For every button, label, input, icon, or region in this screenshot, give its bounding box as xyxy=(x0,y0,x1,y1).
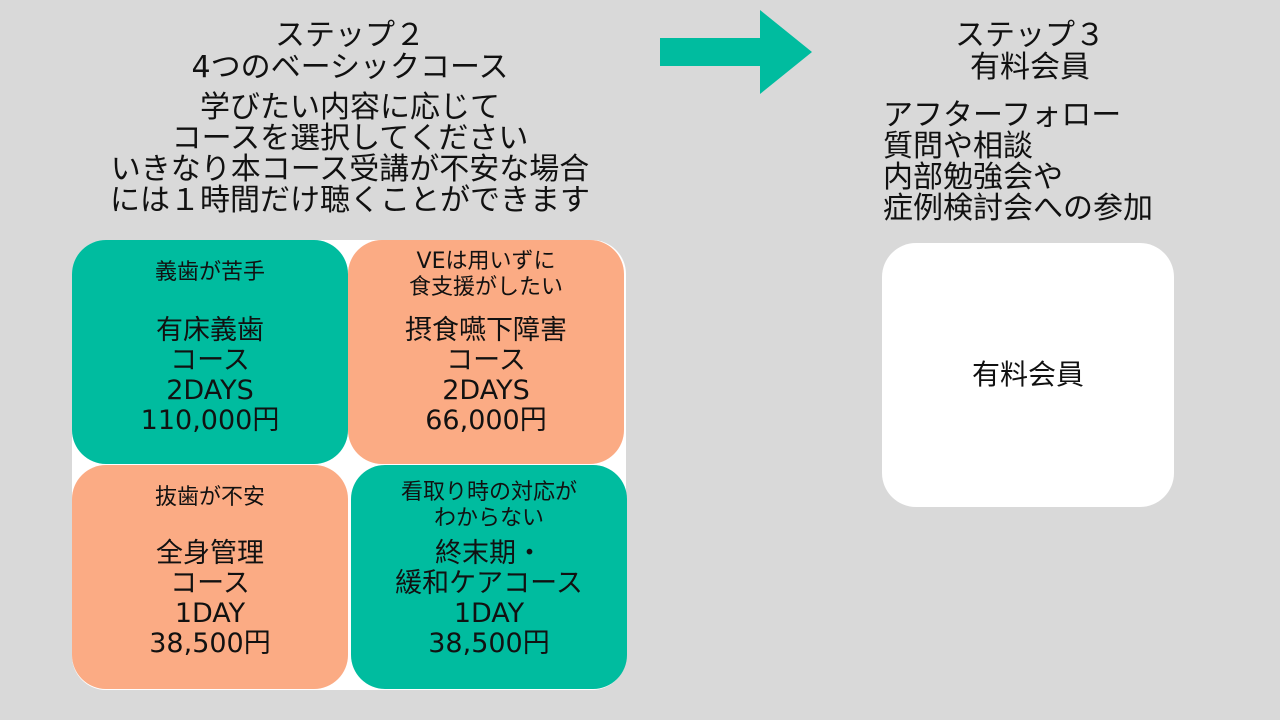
course-details: 全身管理 コース 1DAY 38,500円 xyxy=(72,539,348,659)
step3-title: ステップ３ 有料会員 xyxy=(900,20,1160,84)
member-benefit-item: 質問や相談 xyxy=(883,129,1033,164)
step2-description-line: コースを選択してください xyxy=(171,121,529,156)
course-card-dysphagia[interactable]: VEは用いずに 食支援がしたい 摂食嚥下障害 コース 2DAYS 66,000円 xyxy=(348,240,624,464)
arrow-shape xyxy=(660,10,812,94)
step3-title-line: 有料会員 xyxy=(970,50,1090,85)
course-concern: 抜歯が不安 xyxy=(72,485,348,511)
step2-description-line: 学びたい内容に応じて xyxy=(200,90,500,125)
course-concern-line: 抜歯が不安 xyxy=(154,485,265,510)
paid-membership-label: 有料会員 xyxy=(971,358,1084,391)
course-card-palliative-care[interactable]: 看取り時の対応が わからない 終末期・ 緩和ケアコース 1DAY 38,500円 xyxy=(351,465,627,689)
course-name-line: コース xyxy=(170,568,250,599)
step2-title: ステップ２ 4つのベーシックコース xyxy=(150,20,550,84)
course-card-denture[interactable]: 義歯が苦手 有床義歯 コース 2DAYS 110,000円 xyxy=(72,240,348,464)
course-name-line: コース xyxy=(446,345,526,376)
course-card-general-management[interactable]: 抜歯が不安 全身管理 コース 1DAY 38,500円 xyxy=(72,465,348,689)
course-duration: 1DAY xyxy=(174,598,246,629)
course-price: 66,000円 xyxy=(425,405,547,436)
paid-membership-card[interactable]: 有料会員 xyxy=(882,243,1174,507)
course-concern-line: VEは用いずに xyxy=(416,249,556,274)
course-name-line: 緩和ケアコース xyxy=(395,568,583,599)
step2-description-line: いきなり本コース受講が不安な場合 xyxy=(110,152,590,187)
course-details: 終末期・ 緩和ケアコース 1DAY 38,500円 xyxy=(351,539,627,659)
course-duration: 1DAY xyxy=(453,598,525,629)
course-name-line: 摂食嚥下障害 xyxy=(405,315,567,346)
course-concern: VEは用いずに 食支援がしたい xyxy=(348,249,624,301)
course-name-line: 全身管理 xyxy=(156,538,264,569)
course-duration: 2DAYS xyxy=(166,375,254,406)
member-benefit-item: 内部勉強会や xyxy=(883,160,1063,195)
course-name-line: 有床義歯 xyxy=(156,315,264,346)
course-concern-line: 看取り時の対応が xyxy=(400,480,577,505)
course-name-line: コース xyxy=(170,345,250,376)
course-name-line: 終末期・ xyxy=(435,538,543,569)
course-price: 38,500円 xyxy=(149,628,271,659)
course-details: 有床義歯 コース 2DAYS 110,000円 xyxy=(72,316,348,436)
member-benefits-list: アフターフォロー 質問や相談 内部勉強会や 症例検討会への参加 xyxy=(883,100,1223,224)
right-arrow-icon xyxy=(660,10,812,94)
course-concern: 義歯が苦手 xyxy=(72,260,348,286)
step2-description: 学びたい内容に応じて コースを選択してください いきなり本コース受講が不安な場合… xyxy=(60,92,640,216)
course-concern-line: 義歯が苦手 xyxy=(154,260,265,285)
step2-title-line: 4つのベーシックコース xyxy=(191,50,509,85)
course-details: 摂食嚥下障害 コース 2DAYS 66,000円 xyxy=(348,316,624,436)
course-price: 110,000円 xyxy=(140,405,280,436)
course-price: 38,500円 xyxy=(428,628,550,659)
course-concern-line: 食支援がしたい xyxy=(408,275,563,300)
step2-description-line: には１時間だけ聴くことができます xyxy=(110,183,590,218)
step3-title-line: ステップ３ xyxy=(955,18,1105,53)
step2-title-line: ステップ２ xyxy=(275,18,425,53)
member-benefit-item: 症例検討会への参加 xyxy=(883,191,1153,226)
member-benefit-item: アフターフォロー xyxy=(883,98,1122,133)
course-concern-line: わからない xyxy=(433,506,544,531)
course-concern: 看取り時の対応が わからない xyxy=(351,480,627,532)
course-duration: 2DAYS xyxy=(442,375,530,406)
